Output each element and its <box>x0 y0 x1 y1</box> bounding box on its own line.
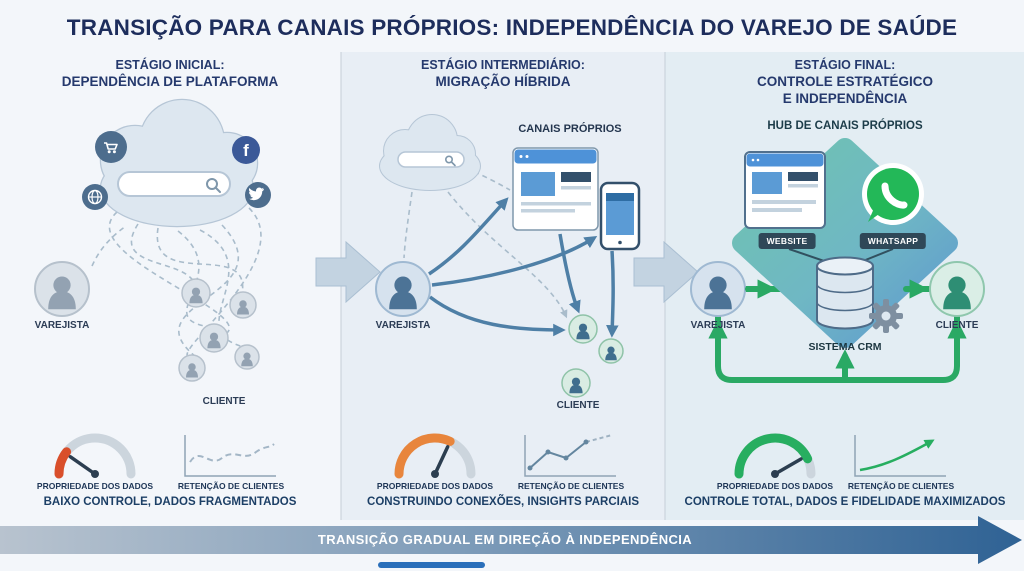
website-browser-icon <box>744 151 826 229</box>
stage3-caption: CONTROLE TOTAL, DADOS E FIDELIDADE MAXIM… <box>684 496 1006 508</box>
stage2-heading-top: ESTÁGIO INTERMEDIÁRIO: <box>421 58 585 72</box>
whatsapp-badge: WHATSAPP <box>859 233 927 249</box>
cliente-label-2: CLIENTE <box>556 400 600 411</box>
stage3-heading-top: ESTÁGIO FINAL: <box>794 58 896 72</box>
cliente-label-3: CLIENTE <box>935 320 979 331</box>
globe-icon <box>82 184 108 210</box>
sistema-crm-label: SISTEMA CRM <box>808 341 882 353</box>
bottom-accent-bar <box>378 562 485 568</box>
chart-retention-growth <box>854 435 946 477</box>
gauge-data-ownership-medium <box>394 433 476 479</box>
gauge-data-ownership-low <box>54 433 136 479</box>
canais-proprios-label: CANAIS PRÓPRIOS <box>518 123 622 135</box>
stage1-heading-top: ESTÁGIO INICIAL: <box>115 58 225 72</box>
cliente-label-1: CLIENTE <box>202 396 246 407</box>
green-loop-arrows <box>708 279 967 381</box>
marketplace-cloud-icon: f <box>82 98 271 228</box>
smartphone-icon <box>599 181 641 251</box>
bottom-banner-arrow <box>0 516 1022 564</box>
search-bar-icon <box>117 171 231 197</box>
varejista-avatar <box>34 261 90 317</box>
page-title: TRANSIÇÃO PARA CANAIS PRÓPRIOS: INDEPEND… <box>66 15 958 40</box>
varejista-avatar <box>375 261 431 317</box>
stage1-caption: BAIXO CONTROLE, DADOS FRAGMENTADOS <box>43 496 297 508</box>
chart2-label: RETENÇÃO DE CLIENTES <box>517 481 625 491</box>
gear-icon <box>869 299 903 333</box>
gauge-data-ownership-high <box>734 433 816 479</box>
flow-arrows <box>428 197 619 338</box>
varejista-label-1: VAREJISTA <box>34 320 90 331</box>
stage2-heading-main: MIGRAÇÃO HÍBRIDA <box>435 74 571 89</box>
stage3-heading: ESTÁGIO FINAL: CONTROLE ESTRATÉGICO E IN… <box>756 58 935 107</box>
small-cloud-icon <box>379 114 481 191</box>
cliente-avatar <box>929 261 985 317</box>
twitter-icon <box>245 182 271 208</box>
stage2-heading: ESTÁGIO INTERMEDIÁRIO: MIGRAÇÃO HÍBRIDA <box>421 58 585 90</box>
gauge3-label: PROPRIEDADE DOS DADOS <box>716 481 834 491</box>
stage1-heading-main: DEPENDÊNCIA DE PLATAFORMA <box>61 74 279 89</box>
database-icon <box>816 256 874 330</box>
banner-label: TRANSIÇÃO GRADUAL EM DIREÇÃO À INDEPENDÊ… <box>317 532 693 547</box>
stage2-illustration <box>375 114 641 479</box>
varejista-label-2: VAREJISTA <box>375 320 431 331</box>
stage3-heading-main: CONTROLE ESTRATÉGICO E INDEPENDÊNCIA <box>756 74 933 106</box>
facebook-glyph: f <box>243 141 249 160</box>
cliente-cluster <box>178 278 260 382</box>
cliente-cluster <box>561 314 624 398</box>
chart1-label: RETENÇÃO DE CLIENTES <box>177 481 285 491</box>
chart-retention-flat <box>184 435 276 477</box>
chart3-label: RETENÇÃO DE CLIENTES <box>847 481 955 491</box>
cart-icon <box>95 131 127 163</box>
stage3-illustration <box>690 138 985 479</box>
hub-label: HUB DE CANAIS PRÓPRIOS <box>767 120 923 132</box>
browser-window-icon <box>512 147 599 231</box>
gauge1-label: PROPRIEDADE DOS DADOS <box>36 481 154 491</box>
stage2-caption: CONSTRUINDO CONEXÕES, INSIGHTS PARCIAIS <box>367 496 639 508</box>
chart-retention-rising <box>524 434 616 477</box>
stage1-illustration: f <box>34 98 276 479</box>
website-badge: WEBSITE <box>758 233 816 249</box>
varejista-avatar <box>690 261 746 317</box>
gauge2-label: PROPRIEDADE DOS DADOS <box>376 481 494 491</box>
facebook-icon: f <box>232 136 260 164</box>
stage1-heading: ESTÁGIO INICIAL: DEPENDÊNCIA DE PLATAFOR… <box>62 58 279 90</box>
whatsapp-icon <box>862 163 924 225</box>
varejista-label-3: VAREJISTA <box>690 320 746 331</box>
stage-arrow-icon <box>315 240 699 304</box>
